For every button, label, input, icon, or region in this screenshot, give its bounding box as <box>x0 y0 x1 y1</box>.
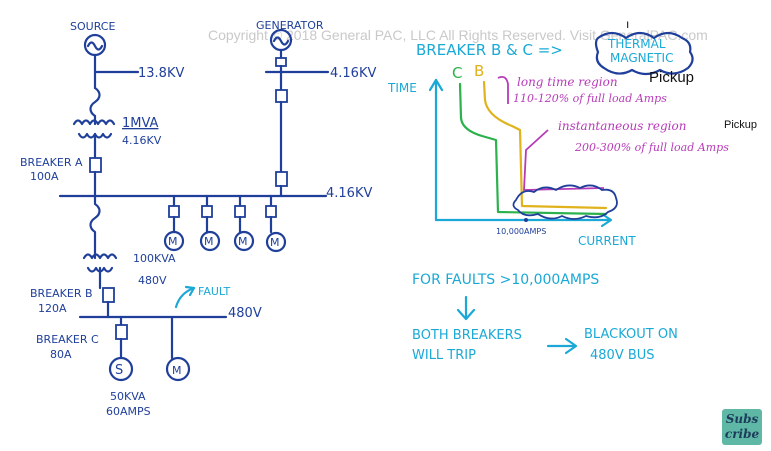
transformer-1-symbol <box>72 114 116 160</box>
breaker-b-amps: 120A <box>38 302 67 315</box>
load-amps-label: 60AMPS <box>106 405 151 418</box>
long-time-line1: long time region <box>517 75 618 89</box>
instantaneous-zone <box>512 184 618 220</box>
watermark: Copyright © 2018 General PAC, LLC All Ri… <box>208 27 708 43</box>
curve-c-label: C <box>452 64 462 82</box>
tcc-title: BREAKER B & C => <box>416 41 563 59</box>
breaker-a-amps: 100A <box>30 170 59 183</box>
source-kv-label: 13.8KV <box>138 66 184 81</box>
generator-breaker-top <box>275 57 287 67</box>
bus-4-16kv-label: 4.16KV <box>326 186 372 201</box>
breaker-c-amps: 80A <box>50 348 72 361</box>
breaker-c-name: BREAKER C <box>36 333 99 346</box>
transformer-1-kv-label: 4.16KV <box>122 134 162 147</box>
fault-label: FAULT <box>198 285 231 298</box>
svg-text:S: S <box>115 363 123 378</box>
breaker-type-box: THERMAL MAGNETIC <box>594 31 694 76</box>
curve-c <box>458 82 608 216</box>
faults-line: FOR FAULTS >10,000AMPS <box>412 272 599 288</box>
source-label: SOURCE <box>70 20 115 33</box>
breaker-type-line2: MAGNETIC <box>610 51 673 65</box>
transformer-2-kva-label: 100KVA <box>133 252 176 265</box>
source-impedance <box>89 86 101 118</box>
both-breakers-line1: BOTH BREAKERS <box>412 328 522 343</box>
breaker-type-line1: THERMAL <box>607 37 666 51</box>
x-axis-label: CURRENT <box>578 234 636 248</box>
fault-arrow <box>174 286 196 309</box>
result-line1: BLACKOUT ON <box>584 327 678 342</box>
instantaneous-line1: instantaneous region <box>558 119 686 133</box>
pickup-label-1: Pickup <box>649 69 694 86</box>
static-load: S <box>108 356 134 382</box>
breaker-a <box>89 157 102 173</box>
subscribe-line2: cribe <box>724 427 760 441</box>
generator-label: GENERATOR <box>256 19 324 32</box>
transformer-2-v-label: 480V <box>138 274 167 287</box>
result-line2: 480V BUS <box>590 348 655 363</box>
svg-text:M: M <box>172 364 182 377</box>
x-marker-label: 10,000AMPS <box>496 227 546 236</box>
feeder-impedance <box>89 194 101 248</box>
long-time-bracket <box>497 75 509 104</box>
svg-text:M: M <box>204 235 214 248</box>
breaker-a-name: BREAKER A <box>20 156 83 169</box>
motor-feeder-4: M <box>265 194 287 253</box>
generator-kv-label: 4.16KV <box>330 66 376 81</box>
long-time-line2: 110-120% of full load Amps <box>513 92 667 105</box>
transformer-2-symbol <box>82 244 118 290</box>
svg-text:M: M <box>238 235 248 248</box>
generator-breaker <box>275 89 288 103</box>
transformer-1-mva-label: 1MVA <box>122 116 159 131</box>
motor-feeder-3: M <box>233 194 255 252</box>
breaker-b <box>102 287 115 303</box>
load-kva-label: 50KVA <box>110 390 146 403</box>
generator-main-breaker <box>275 171 288 187</box>
motor-feeder-2: M <box>199 194 221 252</box>
curve-b-label: B <box>474 62 484 80</box>
source-symbol <box>83 33 107 57</box>
instantaneous-pointer <box>523 129 605 191</box>
motor-480v: M <box>165 356 191 382</box>
x-marker-dot <box>524 218 528 222</box>
bus-480v-label: 480V <box>228 306 262 321</box>
subscribe-button[interactable]: Subs cribe <box>722 409 762 445</box>
instantaneous-line2: 200-300% of full load Amps <box>574 141 729 154</box>
breaker-b-name: BREAKER B <box>30 287 93 300</box>
svg-text:M: M <box>168 235 178 248</box>
y-axis-label: TIME <box>387 81 417 95</box>
curve-b <box>482 80 608 210</box>
cursor-dot: ı <box>626 17 629 31</box>
pickup-label-2: Pickup <box>724 119 757 131</box>
svg-text:M: M <box>270 236 280 249</box>
both-breakers-line2: WILL TRIP <box>412 348 476 363</box>
motor-feeder-1: M <box>163 194 185 252</box>
subscribe-line1: Subs <box>725 412 759 426</box>
breaker-c <box>115 324 128 340</box>
